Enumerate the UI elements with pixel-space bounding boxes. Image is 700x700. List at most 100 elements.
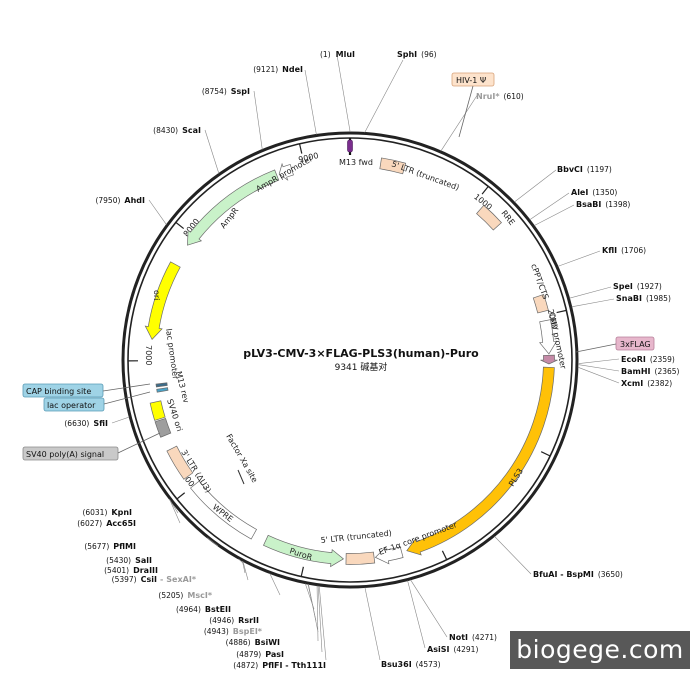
feature-rre-2 bbox=[476, 204, 502, 231]
tick-mark bbox=[441, 550, 448, 561]
site-sfii: (6630)SfiI bbox=[64, 419, 108, 428]
site-noti: NotI(4271) bbox=[449, 633, 497, 642]
site-leader bbox=[169, 498, 179, 514]
site-leader bbox=[336, 54, 351, 133]
feature-sv40-poly-a-signal-12 bbox=[154, 417, 172, 438]
backbone-inner-ring bbox=[127, 137, 573, 583]
feature-m13-fwd-0 bbox=[347, 139, 353, 153]
site-leader bbox=[407, 580, 426, 649]
site-kfli: KflI(1706) bbox=[602, 246, 646, 255]
site-leader bbox=[364, 59, 404, 133]
feature-ori-16 bbox=[144, 261, 181, 340]
tag-leaders bbox=[102, 85, 617, 454]
site-sphi: SphI(96) bbox=[397, 50, 437, 59]
site-leader bbox=[494, 536, 532, 575]
leader-cap bbox=[102, 383, 151, 392]
site-pasi: (4879)PasI bbox=[236, 650, 284, 659]
site-leader bbox=[304, 69, 317, 135]
tag-3xflag-label: 3xFLAG bbox=[620, 340, 651, 349]
feature-pls3-6 bbox=[406, 366, 555, 556]
site-leader bbox=[316, 585, 319, 642]
site-bamhi: BamHI(2365) bbox=[621, 367, 680, 376]
feature-3xflag-5 bbox=[540, 354, 558, 365]
site-pflfi: (4872)PflFI - Tth111I bbox=[233, 661, 326, 670]
site-leader bbox=[111, 416, 130, 424]
site-bsu36i: Bsu36I(4573) bbox=[381, 660, 441, 669]
feature-ampr-17 bbox=[187, 169, 280, 246]
feature-5-ltr-truncated-8 bbox=[345, 551, 376, 565]
tick-mark bbox=[556, 309, 567, 314]
site-sspi: (8754)SspI bbox=[202, 87, 250, 96]
leader-hiv1 bbox=[458, 85, 474, 138]
feature-lac-operator-14 bbox=[156, 387, 169, 393]
plasmid-length: 9341 碱基对 bbox=[335, 361, 388, 373]
tick-mark bbox=[176, 492, 186, 500]
site-bsteii: (4964)BstEII bbox=[176, 605, 231, 614]
factor-xa-mark bbox=[237, 469, 245, 485]
feature-puror-9 bbox=[263, 534, 344, 568]
site-leader bbox=[318, 585, 327, 661]
site-leader bbox=[204, 129, 220, 174]
backbone-outer-ring bbox=[121, 131, 579, 589]
feature-ampr-promoter-18 bbox=[278, 162, 294, 181]
site-leader bbox=[410, 579, 448, 638]
feature-ef-1-core-promoter-7 bbox=[374, 546, 404, 565]
site-leader bbox=[571, 298, 615, 308]
tick-mark bbox=[300, 566, 304, 577]
site-leader bbox=[364, 587, 381, 661]
site-pflmi: (5677)PflMI bbox=[84, 542, 136, 551]
site-leader bbox=[577, 366, 620, 384]
site-leader bbox=[242, 561, 249, 581]
site-bbvci: BbvCI(1197) bbox=[557, 165, 612, 174]
feature-wpre-10 bbox=[190, 480, 258, 540]
site-draiii: (5401)DraIII bbox=[104, 566, 158, 575]
site-asisi: AsiSI(4291) bbox=[427, 645, 478, 654]
tick-mark bbox=[481, 185, 489, 195]
site-leader bbox=[577, 358, 620, 364]
watermark: biogege.com bbox=[510, 631, 690, 669]
feature-cap-binding-site-15 bbox=[155, 382, 168, 388]
site-spei: SpeI(1927) bbox=[613, 282, 662, 291]
tick-label: 7000 bbox=[144, 345, 153, 365]
ruler-ticks: 100020003000400050006000700080009000 bbox=[127, 143, 567, 577]
site-bsiwi: (4886)BsiWI bbox=[226, 638, 280, 647]
site-leader bbox=[317, 585, 323, 653]
site-leader bbox=[534, 204, 575, 226]
tag-sv40-box bbox=[22, 446, 119, 461]
feature-cppt-cts-3 bbox=[532, 293, 549, 314]
tick-mark bbox=[298, 143, 303, 154]
leader-lac bbox=[103, 391, 151, 405]
tag-hiv1-psi-label: HIV-1 Ψ bbox=[456, 76, 486, 85]
site-snabi: SnaBI(1985) bbox=[616, 294, 671, 303]
feature-5-ltr-truncated-1 bbox=[379, 157, 407, 175]
site-leader bbox=[529, 192, 570, 220]
inner-label-ori: ori bbox=[152, 290, 161, 300]
inner-label-cppt: cPPT/CTS bbox=[529, 263, 550, 301]
tick-mark bbox=[175, 221, 185, 230]
site-bspei: (4943)BspEI* bbox=[204, 627, 263, 636]
site-leader bbox=[253, 90, 263, 150]
inner-label-5ltr-b: 5' LTR (truncated) bbox=[320, 529, 392, 545]
tick-mark bbox=[540, 451, 551, 457]
tag-sv40-polya: SV40 poly(A) signal bbox=[22, 446, 119, 461]
leader-3xflag bbox=[575, 343, 617, 353]
site-leader bbox=[557, 250, 601, 267]
plasmid-backbone bbox=[121, 131, 579, 589]
site-xcmi: XcmI(2382) bbox=[621, 379, 672, 388]
site-leader bbox=[304, 583, 315, 610]
tag-3xflag-box bbox=[615, 336, 655, 351]
site-sali: (5430)SalI bbox=[106, 556, 152, 565]
site-nrui: NruI*(610) bbox=[476, 92, 524, 101]
site-leader bbox=[148, 199, 167, 225]
feature-cmv-promoter-4 bbox=[539, 319, 558, 355]
tag-lac-label: lac operator bbox=[47, 401, 96, 410]
tag-lac-operator: lac operator bbox=[43, 397, 105, 412]
site-leader bbox=[206, 537, 219, 547]
site-leader bbox=[269, 573, 281, 596]
site-mlui: (1)MluI bbox=[320, 50, 355, 59]
site-leader bbox=[238, 558, 244, 564]
tag-sv40-label: SV40 poly(A) signal bbox=[26, 450, 104, 459]
site-ndei: (9121)NdeI bbox=[253, 65, 303, 74]
tag-cap-box bbox=[22, 383, 104, 398]
inner-label-5ltr-a: 5' LTR (truncated) bbox=[390, 159, 460, 192]
